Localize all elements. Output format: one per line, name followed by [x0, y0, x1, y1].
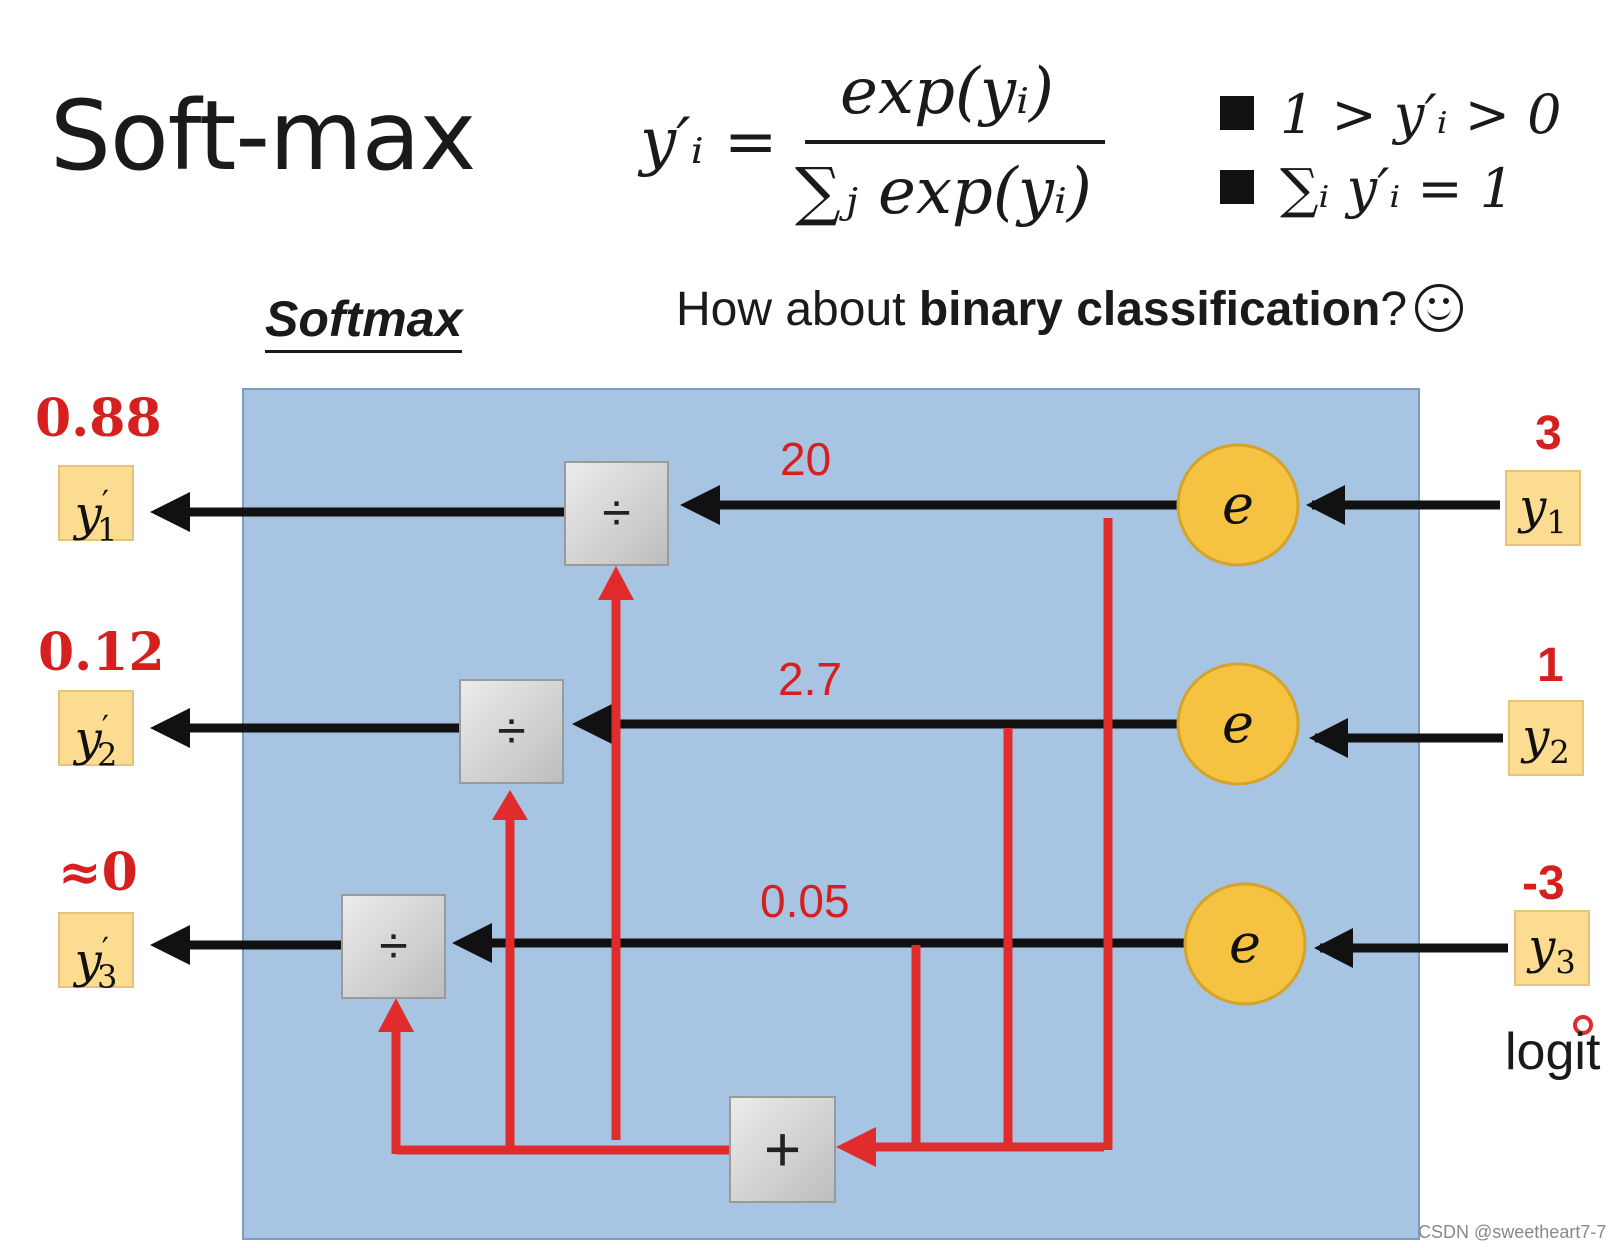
output-value-3: ≈0 [58, 842, 138, 903]
fraction-bar [805, 140, 1105, 144]
square-bullet-icon [1220, 96, 1254, 130]
output-tag-3: y′3 [58, 912, 134, 996]
divide-box-1 [564, 461, 669, 566]
input-arrows [1306, 485, 1508, 968]
arrowhead-icon [452, 923, 492, 963]
output-value-2: 0.12 [38, 622, 165, 683]
exp-to-divide-arrows [452, 485, 1185, 963]
exp-node-2 [1176, 662, 1300, 786]
input-tag-2: y2 [1508, 700, 1584, 776]
smiley-icon [1415, 284, 1464, 333]
cursor-dot-icon [1573, 1015, 1593, 1035]
exp-label: e [1222, 692, 1254, 755]
output-value-1: 0.88 [35, 388, 162, 449]
property-text: ∑ᵢ y′ᵢ = 1 [1280, 157, 1515, 220]
arrowhead-icon [572, 704, 612, 744]
arrowhead-icon [492, 790, 528, 820]
softmax-formula: y′ᵢ = exp(yᵢ) ∑ⱼ exp(yᵢ) [640, 55, 1140, 235]
divide-box-3 [341, 894, 446, 999]
arrowhead-icon [150, 492, 190, 532]
arrowhead-icon [1306, 485, 1345, 525]
divide-symbol: ÷ [379, 917, 408, 975]
question-suffix: ? [1380, 283, 1408, 336]
arrowhead-icon [836, 1127, 876, 1167]
plus-symbol: + [763, 1113, 802, 1185]
question-prefix: How about [676, 283, 919, 336]
property-text: 1 > y′ᵢ > 0 [1280, 83, 1562, 146]
exp-node-1 [1176, 443, 1300, 567]
arrowhead-icon [1314, 928, 1353, 968]
arrowhead-icon [378, 998, 414, 1032]
arrowhead-icon [150, 925, 190, 965]
square-bullet-icon [1220, 170, 1254, 204]
arrowhead-icon [1309, 718, 1348, 758]
formula-numerator: exp(yᵢ) [840, 55, 1054, 129]
input-tag-1: y1 [1505, 470, 1581, 546]
output-arrows [150, 492, 565, 965]
input-value-3: -3 [1522, 857, 1565, 910]
logit-label: logit [1505, 1023, 1601, 1081]
divide-symbol: ÷ [602, 484, 631, 542]
exp-node-3 [1183, 882, 1307, 1006]
output-tag-1: y′1 [58, 465, 134, 549]
arrowhead-icon [598, 566, 634, 600]
exp-output-2: 2.7 [778, 653, 842, 705]
divide-box-2 [459, 679, 564, 784]
red-arrowheads [378, 566, 876, 1167]
exp-output-1: 20 [780, 433, 832, 485]
properties-list: 1 > y′ᵢ > 0 ∑ᵢ y′ᵢ = 1 [1220, 78, 1562, 226]
property-item: 1 > y′ᵢ > 0 [1220, 78, 1562, 152]
plus-box [729, 1096, 836, 1203]
arrowhead-icon [150, 708, 190, 748]
binary-question: How about binary classification? [676, 282, 1464, 337]
arrowhead-icon [680, 485, 720, 525]
formula-denominator: ∑ⱼ exp(yᵢ) [795, 155, 1092, 229]
slide-title: Soft-max [50, 80, 476, 192]
red-sum-lines [391, 518, 1113, 1155]
input-value-2: 1 [1537, 639, 1564, 692]
divide-symbol: ÷ [497, 702, 526, 760]
watermark: CSDN @sweetheart7-7 [1418, 1222, 1607, 1242]
input-value-1: 3 [1535, 407, 1562, 460]
output-tag-2: y′2 [58, 690, 134, 774]
question-bold: binary classification [918, 283, 1381, 336]
input-tag-3: y3 [1514, 910, 1590, 986]
exp-output-3: 0.05 [760, 875, 850, 927]
softmax-label: Softmax [265, 290, 463, 353]
formula-lhs: y′ᵢ = [640, 105, 778, 179]
exp-label: e [1222, 473, 1254, 536]
exp-label: e [1229, 912, 1261, 975]
property-item: ∑ᵢ y′ᵢ = 1 [1220, 152, 1562, 226]
